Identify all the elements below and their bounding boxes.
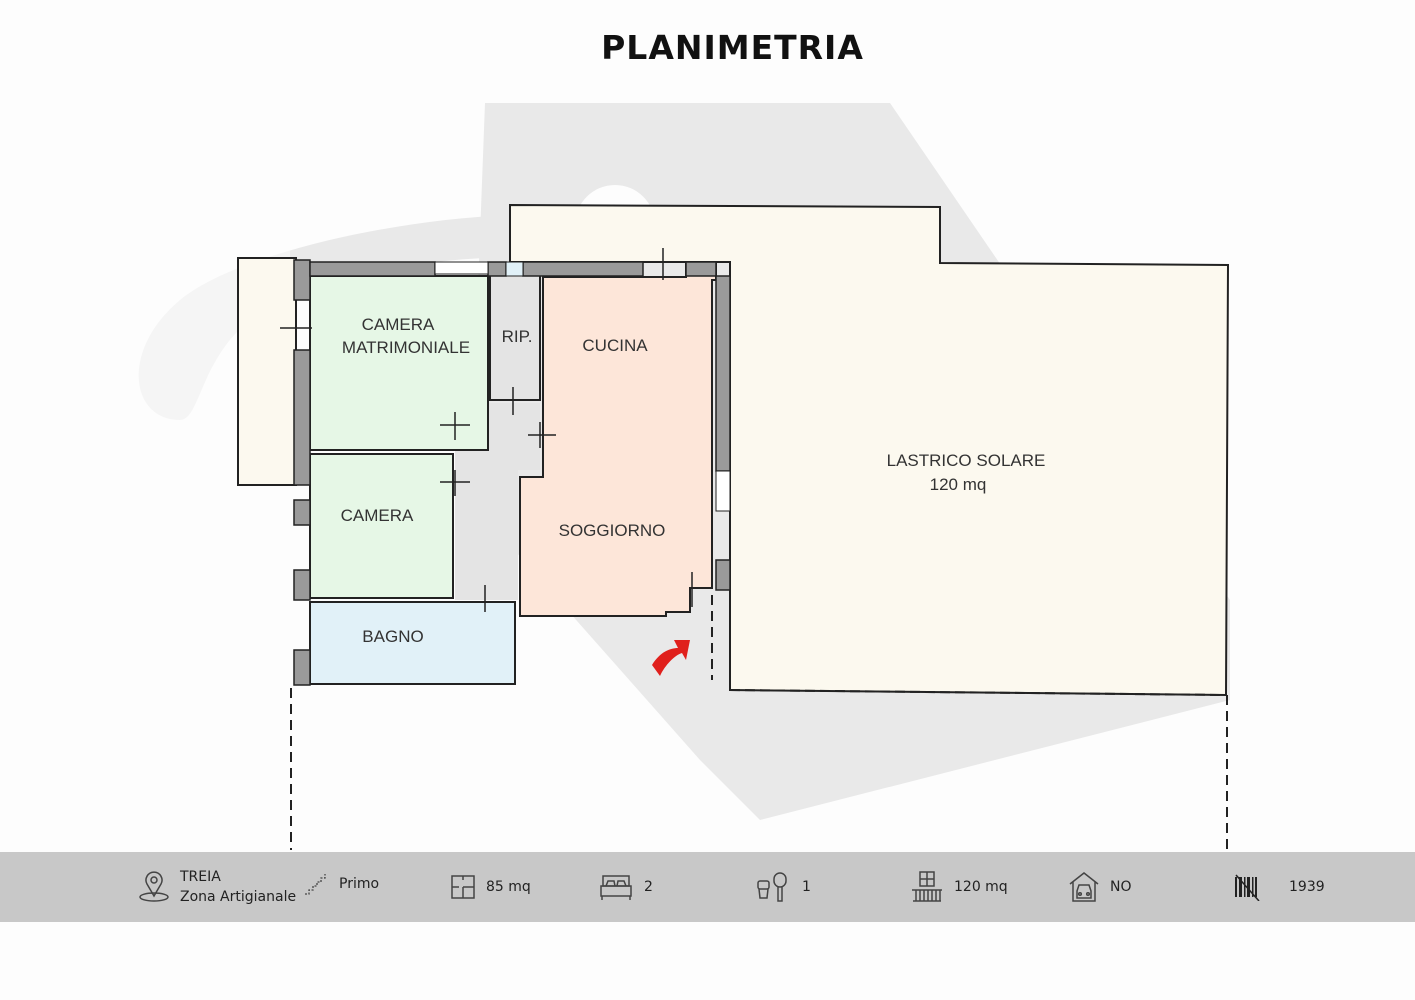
- bedrooms-value: 2: [644, 879, 653, 895]
- footer-bathrooms: 1: [756, 852, 811, 922]
- floorplan-icon: [451, 875, 475, 899]
- footer-terrace: 120 mq: [910, 852, 1008, 922]
- room-bagno: [309, 601, 516, 685]
- room-camera-matrimoniale: [309, 275, 489, 451]
- label-soggiorno: SOGGIORNO: [559, 521, 666, 540]
- label-lastrico-area: 120 mq: [930, 475, 987, 494]
- floor-plan: CAMERA MATRIMONIALE RIP. CUCINA CAMERA S…: [138, 103, 1230, 850]
- toilet-sink-icon: [757, 872, 787, 902]
- location-pin-icon: [139, 871, 169, 902]
- label-cucina: CUCINA: [582, 336, 648, 355]
- entrance-arrow-icon: [652, 640, 690, 676]
- page-title: PLANIMETRIA: [601, 28, 864, 67]
- room-cucina-soggiorno: [519, 261, 717, 617]
- label-bagno: BAGNO: [362, 627, 423, 646]
- footer-surface: 85 mq: [450, 852, 531, 922]
- label-lastrico-solare: LASTRICO SOLARE: [887, 451, 1046, 470]
- location-city: TREIA: [180, 869, 221, 885]
- location-zone: Zona Artigianale: [180, 889, 297, 905]
- label-ripostiglio: RIP.: [502, 327, 533, 346]
- garage-icon: [1069, 872, 1099, 902]
- year-value: 1939: [1289, 879, 1325, 895]
- energy-class-barcode-icon: [1235, 874, 1260, 901]
- footer-floor: Primo: [303, 849, 379, 919]
- side-balcony: [237, 257, 297, 486]
- label-camera-matrimoniale-1: CAMERA: [362, 315, 435, 334]
- terrace-value: 120 mq: [954, 879, 1008, 895]
- stairs-icon: [305, 874, 326, 895]
- balcony-icon: [912, 871, 942, 902]
- footer-location: TREIA Zona Artigianale: [138, 852, 296, 922]
- property-summary-bar: TREIA Zona Artigianale Primo 85 mq 2 1 12…: [0, 852, 1415, 922]
- surface-value: 85 mq: [486, 879, 531, 895]
- garage-value: NO: [1110, 879, 1132, 895]
- footer-year: 1939: [1233, 852, 1325, 922]
- label-camera-matrimoniale-2: MATRIMONIALE: [342, 338, 470, 357]
- label-camera: CAMERA: [341, 506, 414, 525]
- room-camera: [309, 453, 454, 599]
- bed-icon: [600, 875, 632, 900]
- floor-value: Primo: [339, 876, 380, 892]
- footer-bedrooms: 2: [598, 852, 653, 922]
- footer-garage: NO: [1068, 852, 1132, 922]
- bathrooms-value: 1: [802, 879, 811, 895]
